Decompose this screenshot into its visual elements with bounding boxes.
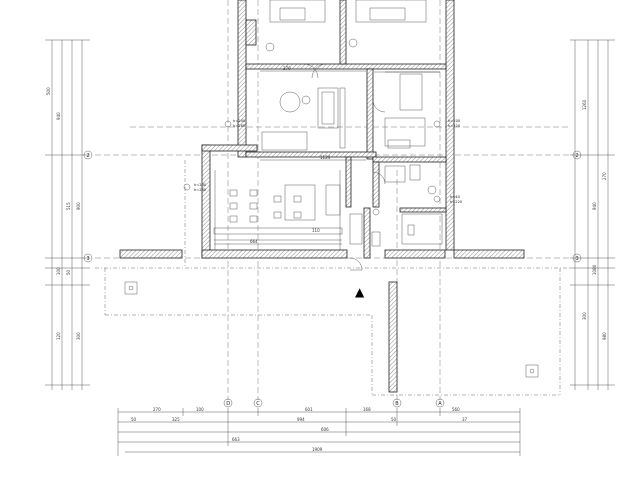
column-markers — [124, 281, 539, 378]
dim-b1-2: 601 — [305, 407, 313, 412]
dim-b2-2: 994 — [297, 417, 305, 422]
left-dimension-labels: 500 940 515 900 100 50 300 120 — [46, 87, 81, 340]
dim-left-4: 100 — [56, 267, 61, 275]
dim-b1-0: 270 — [153, 407, 161, 412]
level-tags: h=240 h=280 h=240 h=280 h=100 h=220 h=40… — [183, 119, 463, 204]
level-tag-lower-right-b: h=220 — [450, 200, 463, 204]
dim-b2-0: 50 — [131, 417, 137, 422]
dim-right-5: 980 — [602, 332, 607, 340]
dim-left-2: 515 — [66, 202, 71, 210]
dim-b2-4: 37 — [462, 417, 468, 422]
interior-dimensions: 270 1124 664 110 — [214, 66, 366, 245]
level-tag-lower-right: h=40 — [450, 195, 461, 199]
level-tag-living: h=240 — [194, 183, 207, 187]
dim-living: 664 — [250, 239, 258, 244]
level-tag-upper-right-b: h=220 — [448, 124, 461, 128]
dim-left-1: 940 — [56, 112, 61, 120]
right-dimension-chains — [570, 39, 615, 390]
dim-left-7: 300 — [76, 332, 81, 340]
dim-b3-0: 663 — [232, 437, 240, 442]
interior-furniture — [213, 0, 443, 271]
bottom-dimension-chains: 270 100 601 168 560 50 325 994 50 37 663… — [117, 407, 521, 456]
level-tag-living-b: h=280 — [194, 188, 207, 192]
axis-left-3: 3 — [87, 256, 90, 262]
dim-room-top: 270 — [283, 66, 291, 71]
level-tag-upper-right: h=100 — [448, 119, 461, 123]
dim-b2-1: 325 — [172, 417, 180, 422]
dim-b1-3: 168 — [363, 407, 371, 412]
axis-bottom-d: D — [226, 401, 230, 407]
dim-b1-4: 560 — [452, 407, 460, 412]
dim-left-5: 50 — [66, 269, 71, 275]
axis-bottom-b: B — [395, 401, 399, 407]
axis-right-3: 3 — [576, 256, 579, 262]
dim-kitchen: 110 — [312, 228, 320, 233]
dim-left-0: 500 — [46, 87, 51, 95]
dim-b2-3: 50 — [391, 417, 397, 422]
dim-right-8: 300 — [582, 312, 587, 320]
structural-grid-lines — [95, 0, 570, 400]
dim-right-0: 1260 — [582, 99, 587, 110]
dim-total: 1909 — [312, 447, 323, 452]
axis-markers-right: 2 3 2 3 — [83, 150, 582, 263]
dim-b1-1: 100 — [196, 407, 204, 412]
dim-b3-1: 606 — [321, 427, 329, 432]
dim-right-4: 1080 — [592, 264, 597, 275]
dim-right-2: 270 — [602, 172, 607, 180]
axis-right-2: 2 — [576, 153, 579, 159]
axis-left-2: 2 — [87, 153, 90, 159]
dim-right-1: 940 — [592, 202, 597, 210]
entrance-triangle-icon: ▲ — [355, 285, 365, 299]
level-tag-upper-left: h=240 — [233, 119, 246, 123]
dim-room-mid: 1124 — [320, 155, 331, 160]
building-walls — [119, 0, 525, 393]
right-dimension-labels: 1260 940 270 1080 980 300 — [582, 99, 607, 340]
dim-left-8: 120 — [56, 332, 61, 340]
axis-bottom-c: C — [256, 401, 260, 407]
left-dimension-chains — [45, 39, 90, 390]
axis-bottom-a: A — [438, 401, 442, 407]
level-tag-upper-left-b: h=280 — [233, 124, 246, 128]
dim-left-3: 900 — [76, 202, 81, 210]
axis-markers-bottom: D C B A — [223, 398, 445, 408]
